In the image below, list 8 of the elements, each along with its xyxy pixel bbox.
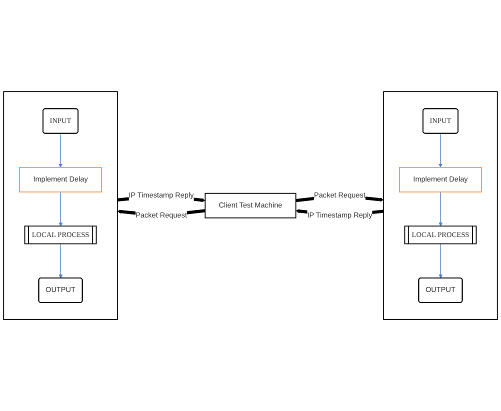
- arrow: [58, 244, 63, 278]
- arrow: [58, 133, 63, 168]
- arrow: [438, 192, 443, 226]
- cluster: [3, 91, 118, 320]
- arrow: [438, 244, 443, 278]
- arrow: [438, 133, 442, 168]
- cluster: [383, 91, 498, 320]
- arrow: [58, 192, 63, 226]
